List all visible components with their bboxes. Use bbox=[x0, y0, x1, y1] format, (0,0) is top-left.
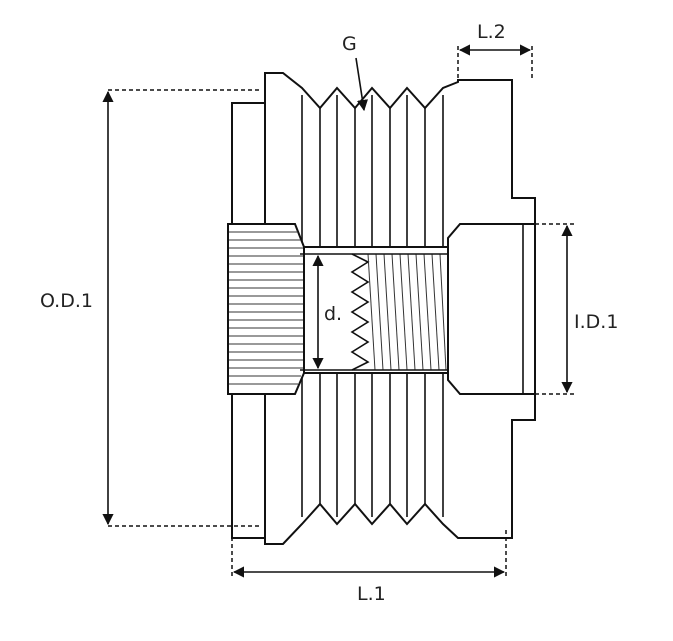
groove-leader-arrow bbox=[355, 57, 369, 112]
id-label: I.D.1 bbox=[574, 311, 618, 333]
od-label: O.D.1 bbox=[40, 290, 93, 312]
thread-profile bbox=[350, 253, 370, 371]
l2-label: L.2 bbox=[477, 21, 506, 43]
extension-lines bbox=[108, 46, 575, 576]
hub-hatching bbox=[229, 231, 303, 385]
thread-hatching bbox=[367, 253, 447, 371]
l1-label: L.1 bbox=[357, 583, 386, 605]
groove-label: G bbox=[342, 33, 357, 55]
right-hub bbox=[447, 223, 536, 395]
bore-label: d. bbox=[324, 303, 342, 325]
